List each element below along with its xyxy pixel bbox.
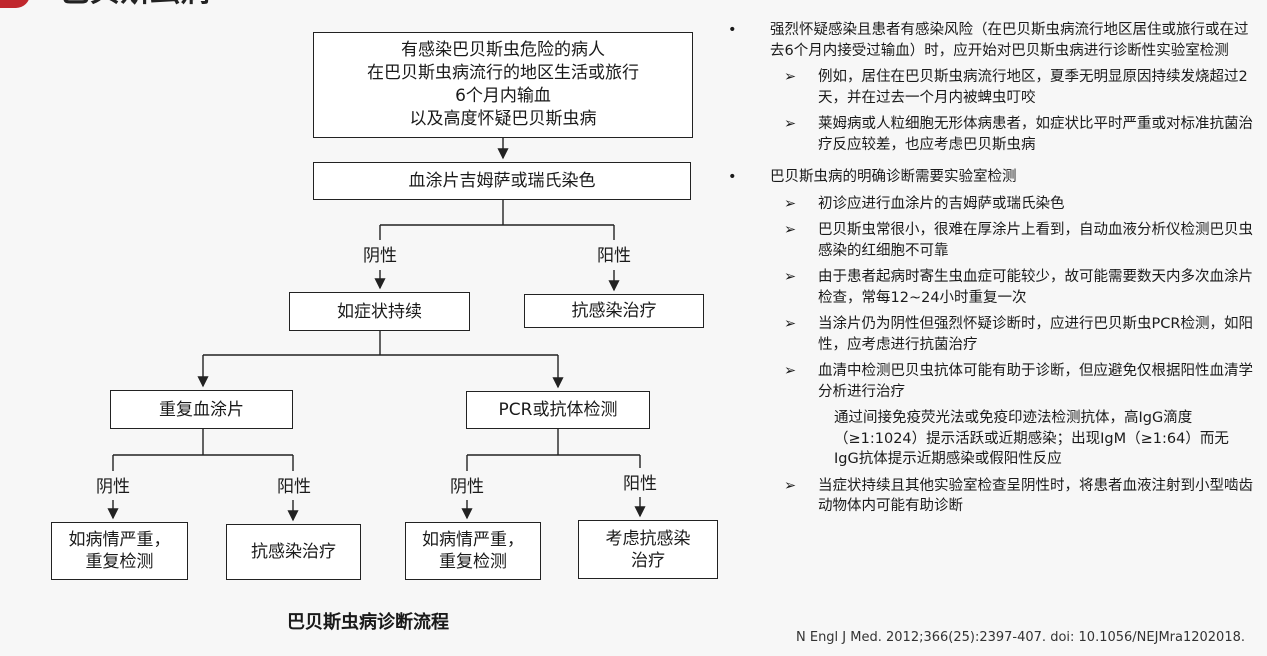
bullet-suspicion: • 强烈怀疑感染且患者有感染风险（在巴贝斯虫病流行地区居住或旅行或在过去6个月内… [728, 20, 1253, 61]
flowchart-connectors [107, 137, 646, 522]
negative-label-3: 阴性 [450, 477, 484, 497]
antimicrobial-therapy-box-1: 抗感染治疗 [524, 294, 704, 328]
sub-bullet: ➢ 血清中检测巴贝虫抗体可能有助于诊断，但应避免仅根据阳性血清学分析进行治疗 [728, 361, 1253, 402]
arrow-bullet-icon: ➢ [784, 477, 797, 494]
sub-bullet-text: 当症状持续且其他实验室检查呈阴性时，将患者血液注射到小型啮齿动物体内可能有助诊断 [818, 477, 1253, 515]
at-risk-line-4: 以及高度怀疑巴贝斯虫病 [409, 109, 597, 129]
consider-line-1: 考虑抗感染 [605, 528, 691, 549]
positive-label-1: 阳性 [597, 246, 631, 266]
sub-bullet: ➢ 初诊应进行血涂片的吉姆萨或瑞氏染色 [728, 194, 1253, 215]
sub-bullet-text: 当涂片仍为阴性但强烈怀疑诊断时，应进行巴贝斯虫PCR检测，如阳性，应考虑进行抗菌… [818, 316, 1253, 353]
severe-repeat-test-box-1: 如病情严重， 重复检测 [51, 522, 188, 580]
sub-bullet-text: 初诊应进行血涂片的吉姆萨或瑞氏染色 [818, 195, 1065, 212]
arrow-bullet-icon: ➢ [784, 222, 797, 238]
severe-repeat-test-box-2: 如病情严重， 重复检测 [405, 522, 541, 580]
positive-label-2: 阳性 [277, 477, 311, 497]
sub-bullet: ➢ 例如，居住在巴贝斯虫病流行地区，夏季无明显原因持续发烧超过2天，并在过去一个… [728, 67, 1253, 108]
at-risk-line-3: 6个月内输血 [455, 86, 551, 106]
citation: N Engl J Med. 2012;366(25):2397-407. doi… [796, 630, 1245, 645]
bullet-dot-icon: • [728, 169, 737, 185]
bullet-lab-diagnosis: • 巴贝斯虫病的明确诊断需要实验室检测 [728, 167, 1253, 188]
positive-label-3: 阳性 [623, 474, 657, 494]
sub-bullet: ➢ 莱姆病或人粒细胞无形体病患者，如症状比平时严重或对标准抗菌治疗反应较差，也应… [728, 114, 1253, 155]
slide-title: 巴贝斯虫病 [60, 0, 210, 8]
arrow-bullet-icon: ➢ [784, 195, 797, 212]
severe-line-3: 如病情严重， [422, 530, 524, 550]
consider-line-2: 治疗 [631, 550, 665, 571]
arrow-bullet-icon: ➢ [784, 363, 797, 379]
title-marker-icon [0, 0, 30, 8]
antimicrobial-therapy-box-2: 抗感染治疗 [226, 524, 361, 580]
sub-bullet-text: 莱姆病或人粒细胞无形体病患者，如症状比平时严重或对标准抗菌治疗反应较差，也应考虑… [818, 116, 1253, 153]
arrow-bullet-icon: ➢ [784, 316, 797, 332]
notes-panel: • 强烈怀疑感染且患者有感染风险（在巴贝斯虫病流行地区居住或旅行或在过去6个月内… [728, 20, 1253, 523]
arrow-bullet-icon: ➢ [784, 269, 797, 285]
at-risk-line-2: 在巴贝斯虫病流行的地区生活或旅行 [367, 63, 639, 83]
severe-line-4: 重复检测 [439, 552, 507, 572]
sub-bullet-text: 巴贝斯虫常很小，很难在厚涂片上看到，自动血液分析仪检测巴贝虫感染的红细胞不可靠 [818, 222, 1253, 259]
severe-line-1: 如病情严重， [68, 530, 171, 550]
sub-bullet: ➢ 当症状持续且其他实验室检查呈阴性时，将患者血液注射到小型啮齿动物体内可能有助… [728, 476, 1253, 517]
at-risk-patient-box: 有感染巴贝斯虫危险的病人 在巴贝斯虫病流行的地区生活或旅行 6个月内输血 以及高… [313, 32, 693, 138]
sub-bullet: ➢ 当涂片仍为阴性但强烈怀疑诊断时，应进行巴贝斯虫PCR检测，如阳性，应考虑进行… [728, 314, 1253, 355]
sub-bullet: ➢ 由于患者起病时寄生虫血症可能较少，故可能需要数天内多次血涂片检查，常每12~… [728, 267, 1253, 308]
bullet-text: 强烈怀疑感染且患者有感染风险（在巴贝斯虫病流行地区居住或旅行或在过去6个月内接受… [770, 22, 1249, 59]
blood-smear-box: 血涂片吉姆萨或瑞氏染色 [313, 162, 691, 200]
serology-detail: 通过间接免疫荧光法或免疫印迹法检测抗体，高IgG滴度（≥1:1024）提示活跃或… [834, 410, 1229, 467]
bullet-dot-icon: • [728, 22, 737, 38]
sub-bullet-text: 由于患者起病时寄生虫血症可能较少，故可能需要数天内多次血涂片检查，常每12~24… [818, 269, 1253, 306]
bullet-text: 巴贝斯虫病的明确诊断需要实验室检测 [770, 169, 1017, 185]
symptoms-persist-box: 如症状持续 [289, 292, 470, 331]
sub-bullet-text: 血清中检测巴贝虫抗体可能有助于诊断，但应避免仅根据阳性血清学分析进行治疗 [818, 363, 1253, 400]
arrow-bullet-icon: ➢ [784, 116, 797, 132]
repeat-smear-box: 重复血涂片 [110, 390, 293, 429]
pcr-antibody-box: PCR或抗体检测 [466, 391, 650, 429]
arrow-bullet-icon: ➢ [784, 69, 797, 85]
at-risk-line-1: 有感染巴贝斯虫危险的病人 [401, 40, 605, 60]
negative-label-1: 阴性 [363, 246, 397, 266]
slide-title-area: 巴贝斯虫病 [0, 0, 300, 10]
sub-bullet: ➢ 巴贝斯虫常很小，很难在厚涂片上看到，自动血液分析仪检测巴贝虫感染的红细胞不可… [728, 220, 1253, 261]
negative-label-2: 阴性 [96, 477, 130, 497]
severe-line-2: 重复检测 [85, 552, 154, 572]
flowchart-caption: 巴贝斯虫病诊断流程 [287, 612, 449, 633]
consider-antimicrobial-box: 考虑抗感染 治疗 [578, 520, 718, 579]
sub-bullet-text: 例如，居住在巴贝斯虫病流行地区，夏季无明显原因持续发烧超过2天，并在过去一个月内… [818, 69, 1248, 106]
